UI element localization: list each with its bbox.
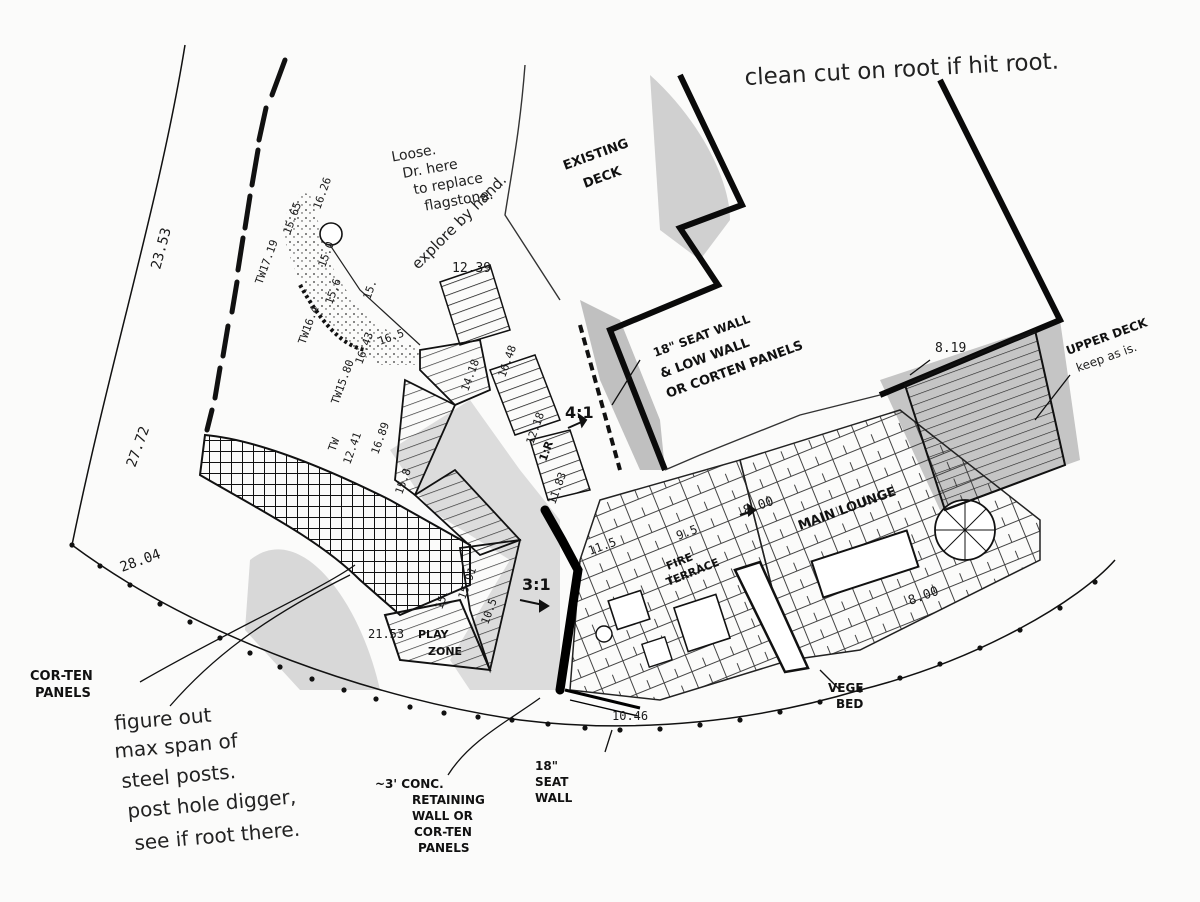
stairs-upper — [439, 264, 511, 346]
spot-27-72: 27.72 — [124, 424, 153, 469]
top-of-wall-17-19: TW17.19 — [253, 238, 281, 286]
label-corten-2: PANELS — [35, 686, 91, 701]
note-figure-1: figure out — [113, 703, 212, 735]
label-play-zone-1: PLAY — [418, 628, 450, 641]
spot-12-39: 12.39 — [452, 261, 491, 276]
spot-15-b: 15. — [433, 588, 452, 611]
note-figure-5: see if root there. — [133, 817, 301, 855]
slope-arrows — [519, 412, 757, 613]
label-seat-wall-1: 18" — [535, 759, 558, 773]
leader-lines — [139, 359, 1071, 776]
seat-wall — [564, 688, 641, 717]
fence-line — [204, 57, 288, 433]
top-of-wall-15-80: TW15.80 — [329, 358, 357, 406]
fire-terrace — [569, 459, 791, 701]
top-of-wall-16-4: TW16.4 — [296, 304, 322, 346]
spot-23-53: 23.53 — [148, 226, 174, 271]
label-vege-2: BED — [836, 697, 863, 711]
spot-15: 15. — [361, 278, 380, 301]
spot-28-04: 28.04 — [118, 546, 163, 575]
label-corten-1: COR-TEN — [30, 669, 93, 684]
spot-16-26: 16.26 — [311, 175, 335, 211]
slope-4-1: 4:1 — [565, 403, 594, 422]
spot-10-46: 10.46 — [612, 709, 648, 723]
spot-21-53: 21.53 — [368, 627, 404, 641]
label-seat-wall-2: SEAT — [535, 775, 569, 789]
note-root-cut: clean cut on root if hit root. — [744, 49, 1060, 91]
label-retaining-4: COR-TEN — [414, 825, 472, 839]
play-zone — [383, 598, 492, 672]
label-retaining-5: PANELS — [418, 841, 470, 855]
retaining-wall — [540, 505, 583, 695]
label-existing-deck-2: DECK — [581, 164, 624, 192]
spot-9-5: 9.5 — [674, 522, 699, 543]
note-loose-1: Loose. — [390, 142, 437, 166]
timber-terrace — [394, 338, 522, 674]
note-figure-3: steel posts. — [120, 759, 236, 793]
existing-deck-edge — [504, 64, 881, 471]
flagstone-path — [282, 193, 421, 365]
vege-bed — [733, 560, 810, 674]
property-line — [69, 44, 1116, 733]
label-seat-wall-3: WALL — [535, 791, 573, 805]
slope-3-1: 3:1 — [522, 575, 551, 594]
spot-16-89: 16.89 — [369, 420, 393, 456]
label-existing-deck-1: EXISTING — [561, 136, 630, 173]
spot-8-19: 8.19 — [935, 341, 966, 356]
hatched-walkway — [198, 433, 471, 617]
label-retaining-3: WALL OR — [412, 809, 473, 823]
label-retaining-2: RETAINING — [412, 793, 485, 807]
upper-deck — [903, 328, 1067, 512]
top-of-wall-label: TW — [326, 436, 343, 453]
label-vege-1: VEGE — [828, 681, 864, 695]
stairs-lower — [489, 354, 591, 501]
label-play-zone-2: ZONE — [428, 645, 462, 658]
label-retaining-1: ~3' CONC. — [375, 777, 444, 791]
top-of-wall-12-41: 12.41 — [341, 430, 365, 466]
